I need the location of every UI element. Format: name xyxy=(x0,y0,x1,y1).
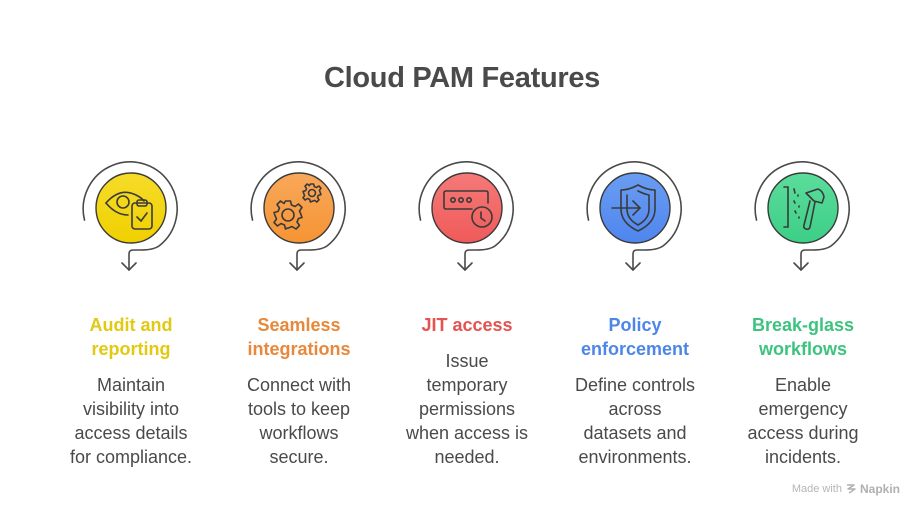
ring-arc xyxy=(250,161,346,271)
gears-icon xyxy=(273,183,322,230)
feature-title: Audit and reporting xyxy=(47,313,215,361)
feature-description-line: visibility into xyxy=(82,399,180,419)
arrow-down-icon xyxy=(625,262,641,271)
feature-title-line: Audit and xyxy=(89,315,173,335)
arrow-down-icon xyxy=(121,262,137,271)
feature-description-line: Define controls xyxy=(574,375,696,395)
feature-description-line: tools to keep xyxy=(247,399,351,419)
feature-description-line: Enable xyxy=(774,375,832,395)
feature-title: Break-glass workflows xyxy=(719,313,887,361)
feature-description-line: datasets and xyxy=(583,423,687,443)
feature-circle xyxy=(95,172,167,244)
feature-description-line: needed. xyxy=(434,447,500,467)
shield-login-icon xyxy=(611,184,656,232)
arrow-down-icon xyxy=(793,262,809,271)
made-with-napkin-credit[interactable]: Made with Napkin xyxy=(792,482,900,496)
arrow-down-icon xyxy=(289,262,305,271)
credit-brand: Napkin xyxy=(859,482,900,496)
feature-description-line: across xyxy=(608,399,662,419)
napkin-logo-icon xyxy=(846,484,856,494)
feature-title-line: Seamless xyxy=(257,315,341,335)
feature-description-line: for compliance. xyxy=(69,447,193,467)
credit-prefix: Made with xyxy=(791,483,842,495)
password-clock-icon xyxy=(443,190,493,228)
feature-description-line: workflows xyxy=(259,423,339,443)
feature-title-line: workflows xyxy=(758,339,847,359)
feature-description-line: when access is xyxy=(405,423,529,443)
feature-description: Maintain visibility into access details for… xyxy=(47,373,215,469)
feature-description-line: Issue xyxy=(445,351,489,371)
feature-circle xyxy=(263,172,335,244)
feature-ring xyxy=(82,161,178,271)
feature-title: Seamless integrations xyxy=(215,313,383,361)
feature-ring xyxy=(586,161,682,271)
feature-ring xyxy=(418,161,514,271)
feature-title: Policy enforcement xyxy=(551,313,719,361)
feature-title-line: Policy xyxy=(608,315,662,335)
feature-title: JIT access xyxy=(383,313,551,337)
eye-clipboard-icon xyxy=(105,191,153,230)
feature-title-line: integrations xyxy=(247,339,351,359)
feature-description-line: permissions xyxy=(418,399,516,419)
feature-description: Issue temporary permissions when access is n… xyxy=(383,349,551,469)
feature-title-line: JIT access xyxy=(421,315,513,335)
ring-arc xyxy=(586,161,682,271)
feature-description-line: Connect with xyxy=(246,375,352,395)
feature-description-line: incidents. xyxy=(764,447,842,467)
feature-description-line: access during xyxy=(747,423,859,443)
feature-description: Define controls across datasets and environ… xyxy=(551,373,719,469)
feature-description-line: temporary xyxy=(426,375,508,395)
feature-circle xyxy=(767,172,839,244)
feature-title-line: Break-glass xyxy=(751,315,855,335)
feature-title-line: enforcement xyxy=(580,339,690,359)
ring-arc xyxy=(82,161,178,271)
feature-ring xyxy=(754,161,850,271)
feature-description: Enable emergency access during incidents. xyxy=(719,373,887,469)
feature-description-line: environments. xyxy=(578,447,692,467)
ring-arc xyxy=(754,161,850,271)
feature-description-line: access details xyxy=(74,423,188,443)
arrow-down-icon xyxy=(457,262,473,271)
feature-description-line: secure. xyxy=(269,447,329,467)
feature-description-line: Maintain xyxy=(96,375,166,395)
feature-description-line: emergency xyxy=(758,399,848,419)
hammer-glass-icon xyxy=(783,186,825,231)
ring-arc xyxy=(418,161,514,271)
feature-title-line: reporting xyxy=(91,339,171,359)
page-title: Cloud PAM Features xyxy=(323,62,601,94)
feature-description: Connect with tools to keep workflows secure… xyxy=(215,373,383,469)
feature-circle xyxy=(431,172,503,244)
feature-ring xyxy=(250,161,346,271)
